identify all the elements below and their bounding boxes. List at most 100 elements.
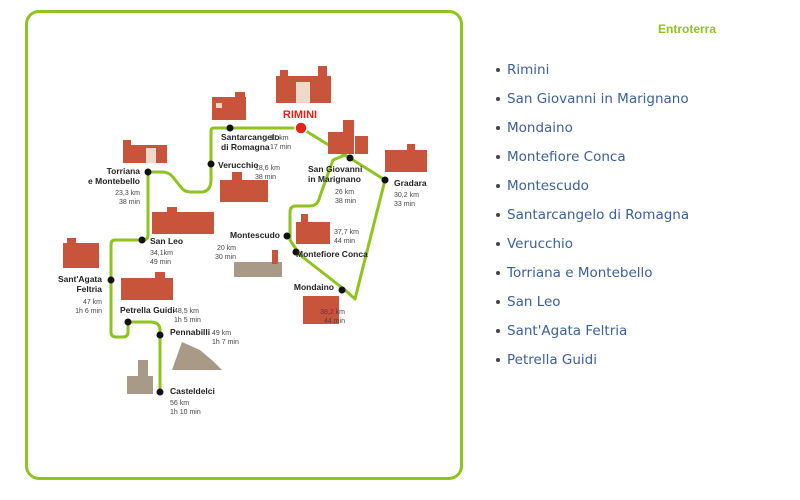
town-distance: 18,6 km: [255, 165, 280, 172]
town-dot[interactable]: [138, 236, 146, 244]
rimini-building: [276, 66, 331, 103]
town-name: San Leo: [150, 236, 183, 246]
town-link[interactable]: Torriana e Montebello: [507, 264, 653, 281]
town-distance: 30,2 km: [394, 192, 419, 199]
town-name: Petrella Guidi: [120, 305, 175, 315]
town-dot[interactable]: [346, 154, 354, 162]
town-list-item: San Leo: [496, 287, 689, 316]
town-list-item: Santarcangelo di Romagna: [496, 200, 689, 229]
town-travel-time: 1h 7 min: [212, 339, 239, 346]
side-title: Entroterra: [658, 22, 717, 36]
santagata-building: [63, 238, 99, 268]
town-list-item: Verucchio: [496, 229, 689, 258]
hub-label: RIMINI: [283, 109, 317, 121]
town-name: e Montebello: [88, 176, 140, 186]
town-travel-time: 38 min: [255, 174, 276, 181]
town-name: Feltria: [76, 284, 102, 294]
sanleo-building: [152, 207, 214, 234]
route-east: [288, 126, 387, 301]
town-travel-time: 49 min: [150, 259, 171, 266]
town-name: Verucchio: [218, 160, 259, 170]
santarcangelo-building: [212, 92, 246, 120]
town-dot[interactable]: [207, 160, 215, 168]
town-travel-time: 1h 6 min: [75, 308, 102, 315]
bullet-icon: [496, 67, 500, 72]
town-link[interactable]: San Giovanni in Marignano: [507, 90, 689, 107]
town-list-item: Petrella Guidi: [496, 345, 689, 374]
town-dot[interactable]: [107, 276, 115, 284]
town-link[interactable]: Rimini: [507, 61, 550, 78]
montescudo-building: [234, 250, 282, 277]
town-travel-time: 33 min: [394, 201, 415, 208]
town-link[interactable]: Sant'Agata Feltria: [507, 322, 628, 339]
town-distance: 56 km: [170, 400, 189, 407]
town-link[interactable]: Petrella Guidi: [507, 351, 597, 368]
town-name: San Giovanni: [308, 164, 362, 174]
town-dot[interactable]: [381, 176, 389, 184]
town-travel-time: 30 min: [215, 254, 236, 261]
town-dot[interactable]: [226, 124, 234, 132]
town-name: Montescudo: [230, 230, 280, 240]
petrella-building: [121, 272, 173, 300]
bullet-icon: [496, 154, 500, 159]
sangiovanni-building: [328, 120, 368, 154]
route-lines: [109, 126, 387, 394]
pennabilli-building: [172, 342, 222, 370]
town-dot[interactable]: [124, 318, 132, 326]
town-link[interactable]: San Leo: [507, 293, 561, 310]
town-dot[interactable]: [338, 286, 346, 294]
town-marker-sanleo[interactable]: San Leo 34,1km 49 min: [138, 236, 184, 266]
town-distance: 11 km: [270, 135, 289, 142]
town-distance: 23,3 km: [115, 190, 140, 197]
town-travel-time: 38 min: [119, 199, 140, 206]
town-travel-time: 17 min: [270, 144, 291, 151]
town-list-item: Rimini: [496, 55, 689, 84]
verucchio-building: [220, 172, 268, 202]
town-name: Casteldelci: [170, 386, 215, 396]
town-link[interactable]: Mondaino: [507, 119, 573, 136]
town-distance: 48,5 km: [174, 308, 199, 315]
bullet-icon: [496, 357, 500, 362]
town-link[interactable]: Verucchio: [507, 235, 574, 252]
town-distance: 49 km: [212, 330, 231, 337]
town-name: Pennabilli: [170, 327, 210, 337]
town-distance: 26 km: [335, 189, 354, 196]
bullet-icon: [496, 299, 500, 304]
town-travel-time: 1h 10 min: [170, 409, 201, 416]
town-link[interactable]: Santarcangelo di Romagna: [507, 206, 690, 223]
town-dot[interactable]: [156, 331, 164, 339]
town-name: Santarcangelo: [221, 132, 280, 142]
town-dot[interactable]: [144, 168, 152, 176]
town-link[interactable]: Montefiore Conca: [507, 148, 626, 165]
hub-marker[interactable]: [294, 121, 308, 135]
town-dot[interactable]: [156, 388, 164, 396]
bullet-icon: [496, 125, 500, 130]
town-marker-mondaino[interactable]: Mondaino 38,2 km 44 min: [294, 282, 346, 325]
town-dot[interactable]: [283, 232, 291, 240]
town-distance: 34,1km: [150, 250, 173, 257]
town-name: Mondaino: [294, 282, 334, 292]
montefiore-building: [296, 214, 330, 244]
bullet-icon: [496, 96, 500, 101]
town-dot[interactable]: [292, 248, 300, 256]
town-marker-casteldelci[interactable]: Casteldelci 56 km 1h 10 min: [156, 386, 215, 416]
town-list-item: San Giovanni in Marignano: [496, 84, 689, 113]
bullet-icon: [496, 270, 500, 275]
town-link[interactable]: Montescudo: [507, 177, 589, 194]
town-distance: 37,7 km: [334, 229, 359, 236]
town-list-item: Sant'Agata Feltria: [496, 316, 689, 345]
town-travel-time: 44 min: [324, 318, 345, 325]
town-distance: 38,2 km: [320, 309, 345, 316]
